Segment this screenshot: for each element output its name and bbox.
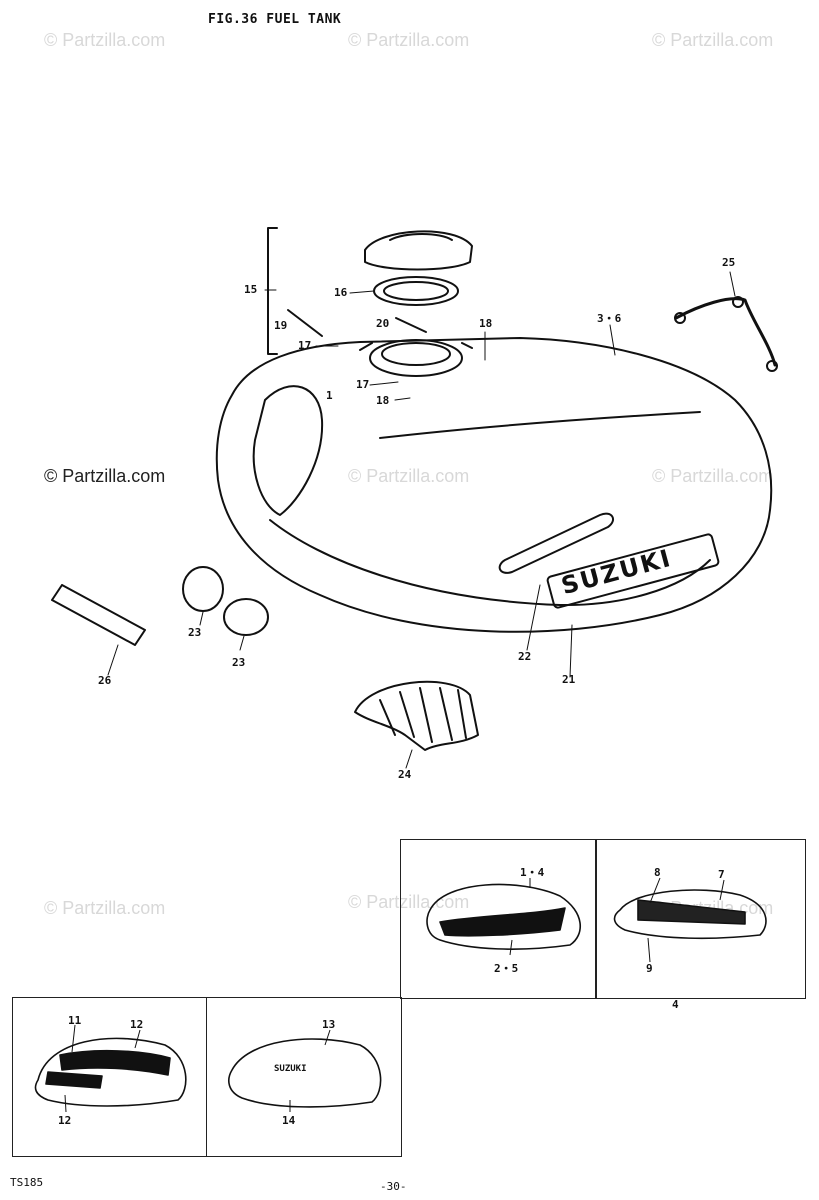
callout-23: 23 xyxy=(188,626,202,639)
callout-7: 7 xyxy=(718,868,725,881)
callout-19: 19 xyxy=(274,319,288,332)
callout-1: 1 xyxy=(326,389,333,402)
fuel-hose xyxy=(51,584,146,646)
callout-3-6: 3・6 xyxy=(597,312,622,325)
callout-23: 23 xyxy=(232,656,246,669)
callout-11: 11 xyxy=(68,1014,82,1027)
watermark: © Partzilla.com xyxy=(348,892,470,912)
watermark: © Partzilla.com xyxy=(652,30,774,50)
callout-25: 25 xyxy=(722,256,736,269)
decal-set-box xyxy=(12,997,207,1157)
callout-21: 21 xyxy=(562,673,576,686)
callout-22: 22 xyxy=(518,650,532,663)
callout-8: 8 xyxy=(654,866,661,879)
callout-9: 9 xyxy=(646,962,653,975)
watermark: © Partzilla.com xyxy=(348,30,470,50)
decal-set-box xyxy=(595,839,806,999)
callout-13: 13 xyxy=(322,1018,336,1031)
decal-panel-d xyxy=(228,1038,382,1108)
callout-4: 4 xyxy=(672,998,679,1011)
fuel-tank-knee-recess xyxy=(252,385,324,516)
footer-page-number: -30- xyxy=(380,1180,407,1193)
tank-rear-cushion xyxy=(354,680,479,751)
watermark: © Partzilla.com xyxy=(44,898,166,918)
watermark: © Partzilla.com xyxy=(44,466,166,486)
callout-12: 12 xyxy=(130,1018,144,1031)
callout-18: 18 xyxy=(479,317,493,330)
decal-panel-a xyxy=(426,883,582,950)
decal-text: SUZUKI xyxy=(274,1064,307,1074)
callout-17: 17 xyxy=(356,378,370,391)
decal-set-box xyxy=(400,839,597,999)
tank-trim-strip xyxy=(498,512,615,574)
callout-12: 12 xyxy=(58,1114,72,1127)
cushion-rubber xyxy=(182,566,224,612)
callout-18: 18 xyxy=(376,394,390,407)
footer-model: TS185 xyxy=(10,1176,44,1189)
decal-panel-b xyxy=(613,889,767,940)
callout-1-4: 1・4 xyxy=(520,866,545,879)
callout-2-5: 2・5 xyxy=(494,962,519,975)
figure-title: FIG.36 FUEL TANK xyxy=(208,12,342,27)
tank-bracket xyxy=(674,297,777,367)
callout-14: 14 xyxy=(282,1114,296,1127)
callout-17: 17 xyxy=(298,339,312,352)
callout-26: 26 xyxy=(98,674,112,687)
watermark: © Partzilla.com xyxy=(652,466,774,486)
filler-neck xyxy=(369,339,463,377)
callout-24: 24 xyxy=(398,768,412,781)
watermark: © Partzilla.com xyxy=(44,30,166,50)
callout-20: 20 xyxy=(376,317,390,330)
decal-panel-c xyxy=(34,1037,187,1107)
callout-16: 16 xyxy=(334,286,348,299)
fuel-tank xyxy=(215,337,773,633)
fuel-cap xyxy=(364,230,473,271)
cushion-rubber xyxy=(223,598,269,636)
decal-set-box xyxy=(206,997,402,1157)
suzuki-emblem xyxy=(546,533,720,609)
watermark: © Partzilla.com xyxy=(348,466,470,486)
callout-15: 15 xyxy=(244,283,258,296)
